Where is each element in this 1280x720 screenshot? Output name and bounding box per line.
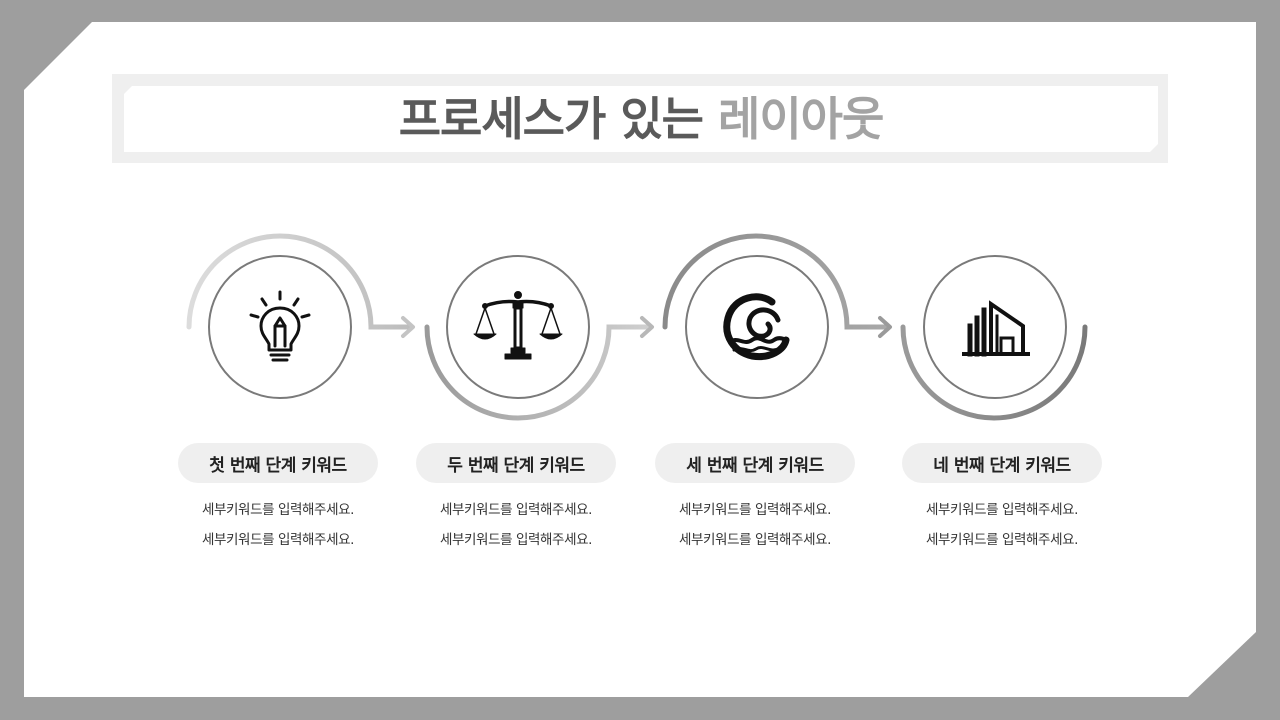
title-accent-text: 레이아웃 [718,92,884,146]
step-4-keyword: 네 번째 단계 키워드 [902,443,1102,483]
buildings-icon [962,300,1030,357]
step-4-circle [923,255,1067,399]
scales-icon [473,291,563,360]
step-2-description: 세부키워드를 입력해주세요. 세부키워드를 입력해주세요. [396,495,636,555]
step-1-line-2: 세부키워드를 입력해주세요. [201,532,355,548]
step-2-keyword: 두 번째 단계 키워드 [416,443,616,483]
arrow-head-2 [640,316,654,338]
step-1-keyword: 첫 번째 단계 키워드 [178,443,378,483]
arrow-head-3 [878,316,892,338]
step-1-description: 세부키워드를 입력해주세요. 세부키워드를 입력해주세요. [158,495,398,555]
step-2-line-2: 세부키워드를 입력해주세요. [439,532,593,548]
title-main-text: 프로세스가 있는 [398,92,718,146]
page-title: 프로세스가 있는 레이아웃 [399,96,884,142]
step-3-description: 세부키워드를 입력해주세요. 세부키워드를 입력해주세요. [635,495,875,555]
step-4-description: 세부키워드를 입력해주세요. 세부키워드를 입력해주세요. [882,495,1122,555]
arc-step-1 [186,233,413,330]
arc-step-4 [900,324,1088,421]
arc-step-3 [662,233,890,330]
step-2-line-1: 세부키워드를 입력해주세요. [439,502,593,518]
step-3-circle [685,255,829,399]
step-1-circle [208,255,352,399]
lightbulb-icon [249,290,311,362]
wave-icon [723,293,790,361]
step-4-line-2: 세부키워드를 입력해주세요. [925,532,1079,548]
step-3-keyword: 세 번째 단계 키워드 [655,443,855,483]
title-box: 프로세스가 있는 레이아웃 [124,86,1158,152]
step-1-line-1: 세부키워드를 입력해주세요. [201,502,355,518]
step-4-line-1: 세부키워드를 입력해주세요. [925,502,1079,518]
step-3-line-2: 세부키워드를 입력해주세요. [678,532,832,548]
step-3-line-1: 세부키워드를 입력해주세요. [678,502,832,518]
step-2-circle [446,255,590,399]
arc-step-2 [424,324,652,421]
arrow-head-1 [401,316,415,338]
